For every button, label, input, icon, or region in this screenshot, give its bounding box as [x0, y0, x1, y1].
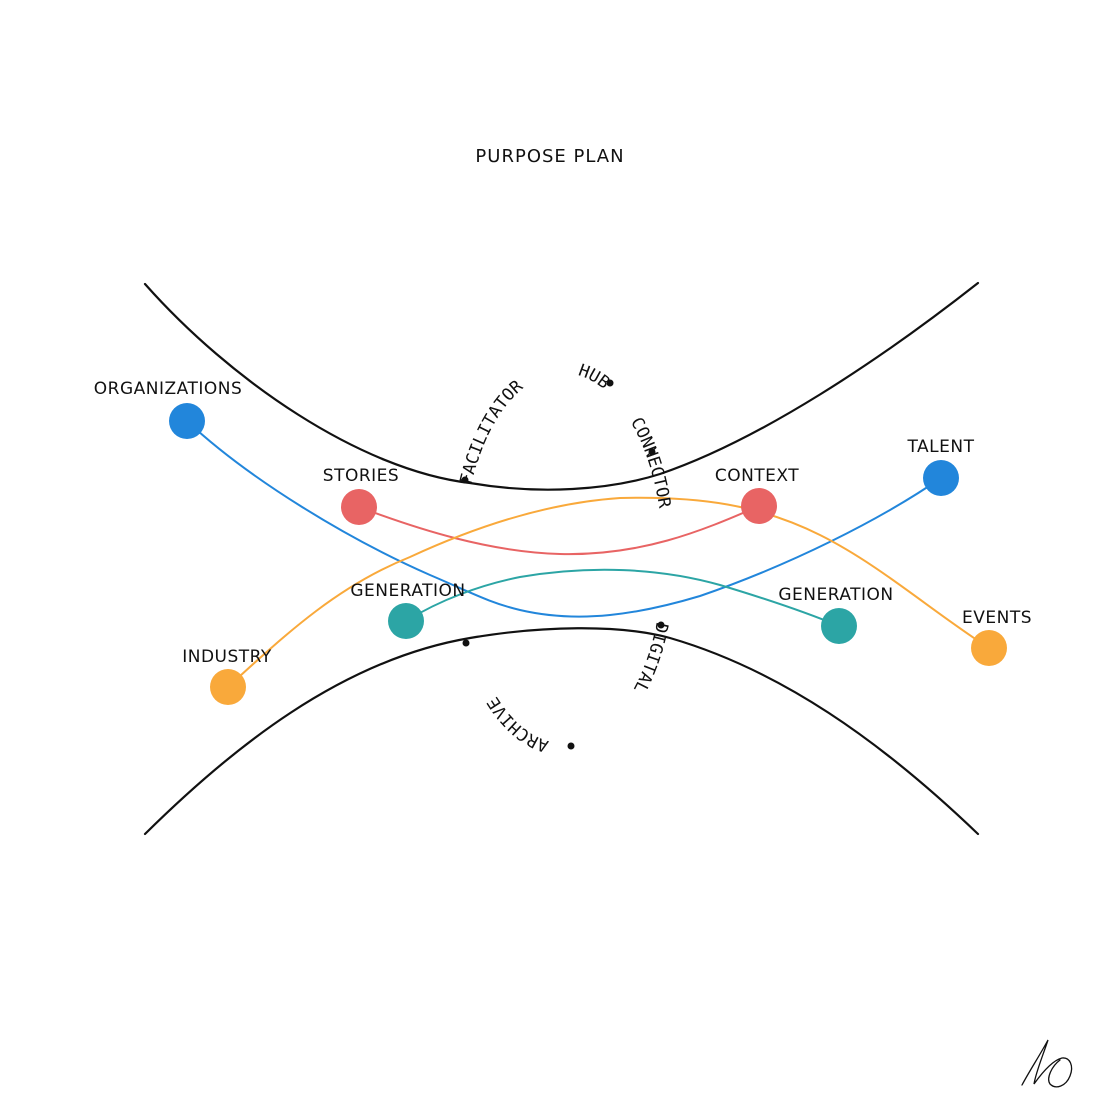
node-events[interactable]: [971, 630, 1007, 666]
node-generation-right[interactable]: [821, 608, 857, 644]
node-generation-left[interactable]: [388, 603, 424, 639]
label-stories: STORIES: [323, 466, 399, 486]
node-stories[interactable]: [341, 489, 377, 525]
ring-word-facilitator: FACILITATOR: [456, 376, 527, 486]
ring-dot-5: [462, 639, 470, 647]
ring-dot-2: [648, 448, 656, 456]
link-industry-events: [227, 496, 990, 688]
link-stories-context: [358, 505, 760, 556]
label-generation-right: GENERATION: [778, 585, 893, 605]
ring-dot-1: [606, 379, 614, 387]
ring-word-archive: ARCHIVE: [484, 693, 551, 756]
ring-word-hub: HUB: [576, 361, 614, 394]
ring-dot-4: [567, 742, 575, 750]
label-talent: TALENT: [906, 437, 974, 457]
node-talent[interactable]: [923, 460, 959, 496]
label-organizations: ORGANIZATIONS: [94, 379, 242, 399]
upper-funnel-curve: [143, 281, 980, 491]
diagram-title: PURPOSE PLAN: [475, 146, 624, 167]
ring-dot-3: [657, 621, 665, 629]
label-generation-left: GENERATION: [350, 581, 465, 601]
lower-funnel-curve: [143, 627, 980, 836]
signature-mark: [1021, 1039, 1073, 1088]
ring-word-connector: CONNECTOR: [626, 414, 674, 510]
link-organizations-talent: [186, 420, 942, 618]
node-industry[interactable]: [210, 669, 246, 705]
ring-dot-6: [461, 476, 469, 484]
label-context: CONTEXT: [715, 466, 799, 486]
label-events: EVENTS: [962, 608, 1032, 628]
label-industry: INDUSTRY: [182, 647, 272, 667]
node-context[interactable]: [741, 488, 777, 524]
link-generation-generation: [405, 568, 840, 627]
node-organizations[interactable]: [169, 403, 205, 439]
